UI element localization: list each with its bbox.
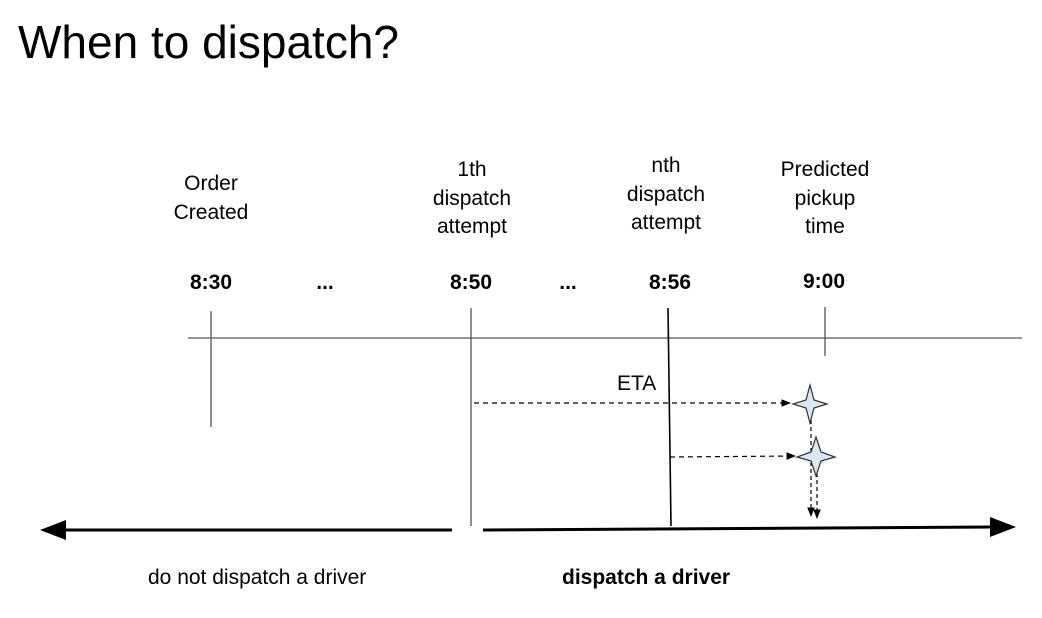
event-label-nth-dispatch-attempt: nth dispatch attempt <box>627 154 705 234</box>
svg-text:Order: Order <box>184 172 238 195</box>
no-dispatch-arrowhead <box>40 520 66 540</box>
event-label-order-created: Order Created <box>174 172 249 224</box>
svg-text:1th: 1th <box>457 158 486 181</box>
time-label-850: 8:50 <box>450 271 492 294</box>
dispatch-region-arrow <box>482 525 993 532</box>
star-icon-eta-first <box>790 382 830 426</box>
tick-nth-dispatch <box>667 307 672 527</box>
event-label-first-dispatch-attempt: 1th dispatch attempt <box>433 158 511 238</box>
eta-label: ETA <box>617 372 656 395</box>
time-label-900: 9:00 <box>803 270 845 293</box>
time-ellipsis-1: ... <box>316 271 334 294</box>
page-title: When to dispatch? <box>18 16 399 68</box>
region-label-dispatch: dispatch a driver <box>562 566 730 589</box>
svg-text:Predicted: Predicted <box>781 158 870 181</box>
event-label-predicted-pickup-time: Predicted pickup time <box>781 158 870 238</box>
svg-text:dispatch: dispatch <box>433 187 511 210</box>
region-label-do-not-dispatch: do not dispatch a driver <box>148 566 366 589</box>
svg-text:time: time <box>805 215 845 238</box>
time-label-856: 8:56 <box>649 271 691 294</box>
svg-text:dispatch: dispatch <box>627 183 705 206</box>
svg-text:Created: Created <box>174 201 249 224</box>
time-label-830: 8:30 <box>190 271 232 294</box>
svg-text:pickup: pickup <box>795 187 856 210</box>
dispatch-arrowhead <box>990 517 1016 537</box>
svg-text:attempt: attempt <box>437 215 507 238</box>
star-icon-eta-nth <box>795 435 837 478</box>
svg-text:attempt: attempt <box>631 211 701 234</box>
eta-arrow-nth <box>669 452 796 460</box>
svg-text:nth: nth <box>651 154 680 177</box>
time-ellipsis-2: ... <box>559 271 577 294</box>
